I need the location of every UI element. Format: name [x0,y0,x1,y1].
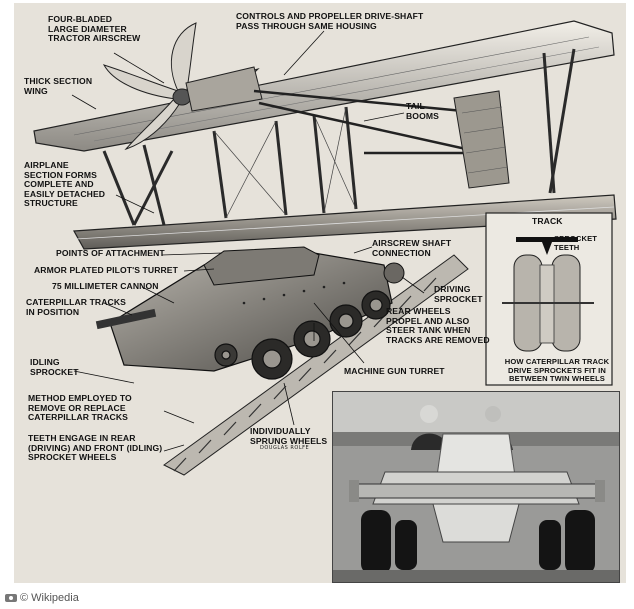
sprung-wheels [214,290,391,380]
inset-caption: HOW CATERPILLAR TRACK DRIVE SPROCKETS FI… [504,357,610,384]
label-airscrew-shaft: AIRSCREW SHAFT CONNECTION [372,238,452,258]
label-armor-plated-turret: ARMOR PLATED PILOT'S TURRET [34,265,178,275]
sprocket-inset [485,212,613,386]
diagram-scan: FOUR-BLADED LARGE DIAMETER TRACTOR AIRSC… [14,3,626,583]
label-sprung-wheels: INDIVIDUALLY SPRUNG WHEELS [250,426,328,446]
driving-sprocket [383,262,405,284]
label-tail-booms: TAIL BOOMS [406,101,439,121]
label-thick-section-wing: THICK SECTION WING [24,76,93,96]
label-points-of-attachment: POINTS OF ATTACHMENT [56,248,165,258]
label-idling-sprocket: IDLING SPROCKET [30,357,79,377]
label-rear-wheels: REAR WHEELS PROPEL AND ALSO STEER TANK W… [386,306,490,345]
leader-lines [71,30,425,452]
inset-label-sprocket-teeth: SPROCKET TEETH [554,234,597,252]
engine-nacelle [185,66,263,112]
footer-bar [0,583,634,609]
prototype-photo [332,391,620,583]
wing-struts [102,48,576,226]
diagram-illustration [33,20,617,476]
label-caterpillar-tracks: CATERPILLAR TRACKS IN POSITION [26,297,126,317]
label-controls-drive-shaft: CONTROLS AND PROPELLER DRIVE-SHAFT PASS … [236,11,424,31]
upper-wing [33,20,615,152]
label-tractor-airscrew: FOUR-BLADED LARGE DIAMETER TRACTOR AIRSC… [48,14,141,44]
prototype-photo-image [333,392,619,582]
tail-fin [453,90,510,189]
label-driving-sprocket: DRIVING SPROCKET [434,284,483,304]
inset-label-track: TRACK [532,216,563,226]
label-75mm-cannon: 75 MILLIMETER CANNON [52,281,159,291]
artist-signature: DOUGLAS ROLFE [260,445,310,451]
camera-icon [5,594,17,602]
label-airplane-section: AIRPLANE SECTION FORMS COMPLETE AND EASI… [24,160,106,209]
label-teeth-engage: TEETH ENGAGE IN REAR (DRIVING) AND FRONT… [28,433,163,463]
lower-wing [73,194,617,250]
credit-text: © Wikipedia [20,592,79,604]
label-machine-gun-turret: MACHINE GUN TURRET [344,366,445,376]
label-method-remove-tracks: METHOD EMPLOYED TO REMOVE OR REPLACE CAT… [28,393,132,423]
pilot-turret [203,246,320,286]
image-credit: © Wikipedia [5,592,79,604]
cannon-barrel [95,308,157,330]
